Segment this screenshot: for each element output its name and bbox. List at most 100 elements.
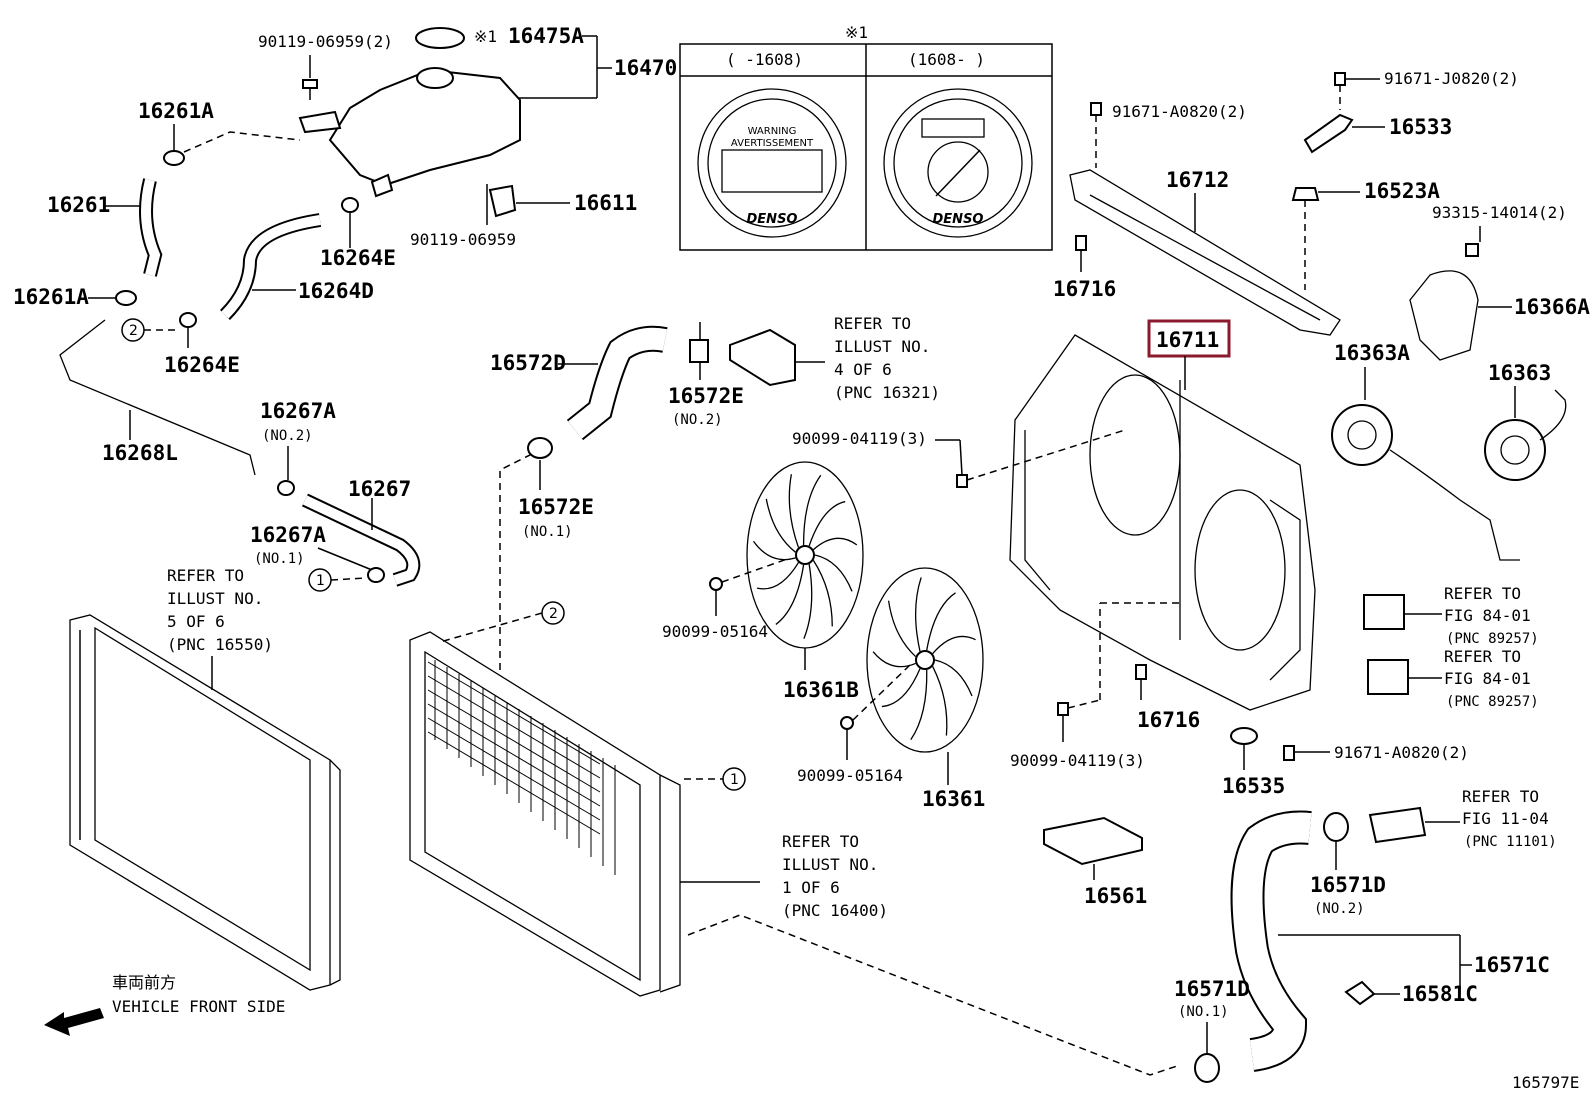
bracket-group: 91671-J0820(2) 16533 16523A 93315-14014(… [1291, 69, 1567, 290]
pnc-16264e-top: 16264E [320, 246, 396, 270]
pnc-16366a: 16366A [1514, 295, 1590, 319]
fan-blade [808, 500, 846, 547]
hose-16572-group: 16572D 16572E (NO.2) 16572E (NO.1) [490, 322, 825, 540]
inset-mark: ※1 [845, 23, 868, 42]
screw-90099-04119-top: 90099-04119(3) [792, 429, 927, 448]
radiator-fins [427, 660, 616, 875]
refer-16400: REFER TO ILLUST NO. 1 OF 6 (PNC 16400) [680, 832, 888, 920]
radiator-fin-row [427, 731, 601, 835]
pnc-16267: 16267 [348, 477, 411, 501]
callout-1a-label: 1 [316, 573, 325, 589]
pnc-16535: 16535 [1222, 774, 1285, 798]
fan-blade [802, 474, 822, 546]
reservoir-group: ※1 16475A 16470 90119-06959(2) 16611 901… [258, 24, 677, 249]
pnc-16572e-top: 16572E [668, 384, 744, 408]
ref-16321-l4: (PNC 16321) [834, 383, 940, 402]
ref-89257b-l1: REFER TO [1444, 647, 1521, 666]
ref-11101-l2: FIG 11-04 [1462, 809, 1549, 828]
svg-text:DENSO: DENSO [933, 212, 984, 227]
ref-16400-l1: REFER TO [782, 832, 859, 851]
refer-16550: REFER TO ILLUST NO. 5 OF 6 (PNC 16550) [167, 566, 273, 690]
pnc-16571d-right: 16571D [1310, 873, 1386, 897]
pnc-16361b: 16361B [783, 678, 859, 702]
pnc-16571d-left: 16571D [1174, 977, 1250, 1001]
upper-hose-group: 16261A 16261 16261A 16264E 16264D 2 1626… [13, 99, 421, 592]
front-label-jp: 車両前方 [112, 973, 176, 992]
screw-93315-14014: 93315-14014(2) [1432, 203, 1567, 222]
fan-blade [775, 564, 805, 625]
pnc-16261: 16261 [47, 193, 110, 217]
radiator-fin-row [427, 675, 601, 779]
inset-left-header: ( -1608) [726, 50, 803, 69]
pnc-16533: 16533 [1389, 115, 1452, 139]
fan-blades-16361 [872, 577, 976, 741]
fan-blade [812, 560, 833, 627]
pnc-16261a-bot: 16261A [13, 285, 89, 309]
pnc-16581c: 16581C [1402, 982, 1478, 1006]
svg-text:WARNING: WARNING [748, 126, 797, 137]
sub-16267a-no1: (NO.1) [254, 551, 305, 567]
svg-text:DENSO: DENSO [747, 212, 798, 227]
callout-2a-label: 2 [129, 323, 138, 339]
condenser [69, 614, 341, 991]
fan-blade [914, 577, 922, 652]
pnc-16572e-bot: 16572E [518, 495, 594, 519]
ref-16400-l3: 1 OF 6 [782, 878, 840, 897]
callout-1b-label: 1 [730, 772, 739, 788]
mark-16475a: ※1 [474, 27, 497, 46]
pnc-16561: 16561 [1084, 884, 1147, 908]
pnc-16712: 16712 [1166, 168, 1229, 192]
highlight-16711 [1147, 319, 1231, 358]
fan-blade [752, 540, 796, 561]
pnc-16264d: 16264D [298, 279, 374, 303]
front-arrow-icon [44, 1008, 104, 1036]
pnc-16361: 16361 [922, 787, 985, 811]
fan-16361b: 16361B 90099-05164 [662, 461, 864, 702]
fan-blade [872, 651, 916, 668]
pnc-16268l: 16268L [102, 441, 178, 465]
ref-89257a-l2: FIG 84-01 [1444, 606, 1531, 625]
upper-support: 91671-A0820(2) 16712 16716 [1053, 102, 1341, 336]
ref-89257b-l3: (PNC 89257) [1446, 694, 1539, 710]
fan-blade [932, 635, 976, 654]
sub-16267a-no2: (NO.2) [262, 428, 313, 444]
ref-16321-l2: ILLUST NO. [834, 337, 930, 356]
sub-16571d-no1: (NO.1) [1178, 1004, 1229, 1020]
motor-group: 16366A 16363A 16363 [1331, 270, 1590, 695]
radiator: 2 1 [409, 449, 1181, 1076]
pnc-16523a: 16523A [1364, 179, 1440, 203]
ref-16550-l1: REFER TO [167, 566, 244, 585]
pnc-16261a-top: 16261A [138, 99, 214, 123]
ref-16550-l3: 5 OF 6 [167, 612, 225, 631]
screw-90119-06959: 90119-06959 [410, 230, 516, 249]
ref-16321-l3: 4 OF 6 [834, 360, 892, 379]
inset-cap-box: ※1 ( -1608) (1608- ) WARNING AVERTISSEME… [679, 23, 1053, 251]
screw-90099-04119-bot: 90099-04119(3) [1010, 751, 1145, 770]
ref-89257a-l1: REFER TO [1444, 584, 1521, 603]
refer-11101: REFER TO FIG 11-04 (PNC 11101) [1462, 787, 1557, 850]
fan-blade [932, 666, 948, 736]
fan-blade [881, 668, 921, 708]
pnc-16716-top: 16716 [1053, 277, 1116, 301]
sub-16572e-no1: (NO.1) [522, 524, 573, 540]
screw-91671-a0820-bot: 91671-A0820(2) [1334, 743, 1469, 762]
ref-11101-l3: (PNC 11101) [1464, 834, 1557, 850]
pnc-16611: 16611 [574, 191, 637, 215]
screw-90099-05164-a: 90099-05164 [662, 622, 768, 641]
fan-blade [934, 659, 973, 697]
pnc-16363a: 16363A [1334, 341, 1410, 365]
sub-16572e-no2: (NO.2) [672, 412, 723, 428]
pnc-16363: 16363 [1488, 361, 1551, 385]
sub-16571d-no2: (NO.2) [1314, 901, 1365, 917]
fan-blade [887, 600, 917, 658]
pnc-16475a: 16475A [508, 24, 584, 48]
refer-16321: REFER TO ILLUST NO. 4 OF 6 (PNC 16321) [834, 314, 940, 402]
pnc-16267a-bot: 16267A [250, 523, 326, 547]
lower-right-group: 16535 91671-A0820(2) 16561 16571D (NO.2)… [1043, 727, 1550, 1083]
pnc-16716-bot: 16716 [1137, 708, 1200, 732]
fan-blade [803, 563, 813, 639]
ref-89257a-l3: (PNC 89257) [1446, 631, 1539, 647]
ref-89257b-l2: FIG 84-01 [1444, 669, 1531, 688]
ref-16400-l4: (PNC 16400) [782, 901, 888, 920]
